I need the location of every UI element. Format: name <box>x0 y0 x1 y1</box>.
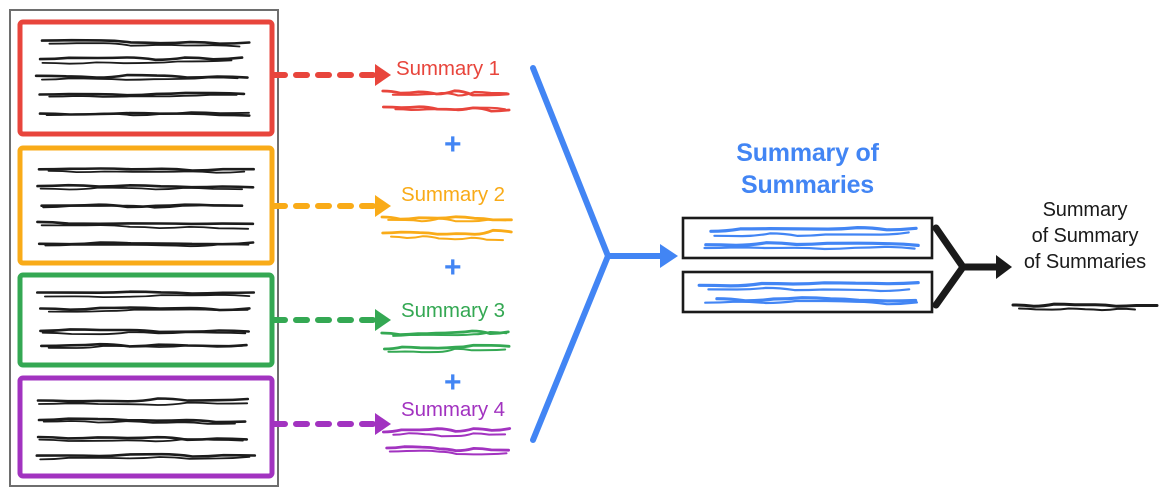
chunk-2-text-line <box>36 183 255 189</box>
summary-2-scribble-line <box>381 228 513 236</box>
chunk-4-text-line-echo <box>42 420 236 425</box>
chunk-4-text-line <box>37 417 247 424</box>
summary-4-scribble-echo <box>392 432 507 438</box>
chunk-3-text-line-echo <box>41 331 247 336</box>
chunk-3-box <box>17 272 275 368</box>
summary-2-scribble-echo <box>390 235 504 242</box>
final-output-line-1: Summary <box>1042 199 1128 221</box>
final-output-line-2: of Summary <box>1031 225 1139 247</box>
sos-box-1 <box>681 216 934 260</box>
summary-3-scribble-echo <box>387 347 507 354</box>
sos-box-2 <box>681 270 934 314</box>
summary-1-label: Summary 1 <box>396 57 500 80</box>
summary-4-scribble-echo <box>388 449 508 456</box>
sos-box-1-scribble-echo <box>713 231 910 238</box>
summary-4-scribble-line <box>385 445 510 453</box>
chunk-2-text-line-echo <box>40 224 250 230</box>
chunk-2-text-line-echo <box>47 170 246 174</box>
chunk-2-text-line-echo <box>42 204 240 209</box>
blue-merge-converge-lines <box>530 65 611 443</box>
chunk-4-text-line-echo <box>39 456 251 461</box>
chunk-1-text-line-echo <box>45 111 250 117</box>
sos-box-2-scribble-echo <box>707 286 911 293</box>
black-merge-arrow-head <box>996 255 1012 279</box>
summary-4-dashed-arrow-head <box>375 413 391 435</box>
plus-sign-2: + <box>444 251 462 284</box>
chunk-1-text-line-echo <box>41 76 239 81</box>
sos-box-1-scribble-line <box>704 241 920 247</box>
summary-of-summaries-heading-line-2: Summaries <box>741 171 874 199</box>
summary-2-scribble-echo <box>387 217 507 223</box>
chunk-1-text-line-echo <box>41 59 233 65</box>
chunk-4-text-line <box>36 435 249 442</box>
chunk-3-text-line <box>39 328 250 334</box>
summary-1-dashed-arrow-head <box>375 64 391 86</box>
plus-sign-3: + <box>444 366 462 399</box>
summary-3-scribble-echo <box>392 331 508 337</box>
chunk-1-box <box>17 19 275 137</box>
summary-of-summaries-heading-line-1: Summary of <box>736 139 879 167</box>
chunk-3-text-line-echo <box>44 293 251 298</box>
summary-1-scribble-echo <box>394 106 507 112</box>
chunk-2-text-line-echo <box>44 243 250 248</box>
chunk-3-text-line-echo <box>47 308 249 313</box>
summary-2-dashed-arrow-head <box>375 195 391 217</box>
chunk-2-text-line <box>37 167 255 172</box>
plus-sign-1: + <box>444 128 462 161</box>
chunk-1-text-line <box>38 56 244 62</box>
chunk-1-text-line-echo <box>48 93 238 98</box>
summary-3-dashed-arrow-head <box>375 309 391 331</box>
summary-2-label: Summary 2 <box>401 183 505 206</box>
chunk-4-text-line <box>35 452 257 458</box>
summary-4-scribble-line <box>382 427 512 434</box>
blue-merge-arrow-head <box>660 244 678 268</box>
final-output-scribble-echo <box>1018 307 1136 312</box>
sos-box-1-scribble-line <box>709 226 918 233</box>
chunk-4-text-line <box>36 397 250 403</box>
sos-box-2-scribble-line <box>697 281 920 288</box>
chunk-3-text-line-echo <box>47 344 244 349</box>
chunk-1-text-line-echo <box>48 42 241 48</box>
source-document-outer-box <box>9 9 279 487</box>
summary-4-label: Summary 4 <box>401 398 505 421</box>
chunk-2-text-line <box>36 220 255 226</box>
final-output-scribble <box>1011 302 1159 308</box>
chunk-3-text-line <box>36 290 256 295</box>
chunk-1-text-line <box>40 38 251 45</box>
summary-3-label: Summary 3 <box>401 299 505 322</box>
sos-box-2-scribble-line <box>715 296 918 303</box>
summary-1-scribble-echo <box>391 90 508 97</box>
black-merge-converge-lines <box>932 224 967 309</box>
chunk-4-text-line-echo <box>38 401 249 406</box>
sos-box-2-scribble-echo <box>704 299 918 306</box>
chunk-4-box <box>17 375 275 479</box>
chunk-2-text-line-echo <box>39 186 243 191</box>
final-output-line-3: of Summaries <box>1023 251 1147 273</box>
chunk-4-text-line-echo <box>38 438 244 443</box>
summary-3-scribble-line <box>383 343 511 351</box>
sos-box-1-scribble-echo <box>703 245 916 251</box>
chunk-1-text-line <box>38 91 246 97</box>
